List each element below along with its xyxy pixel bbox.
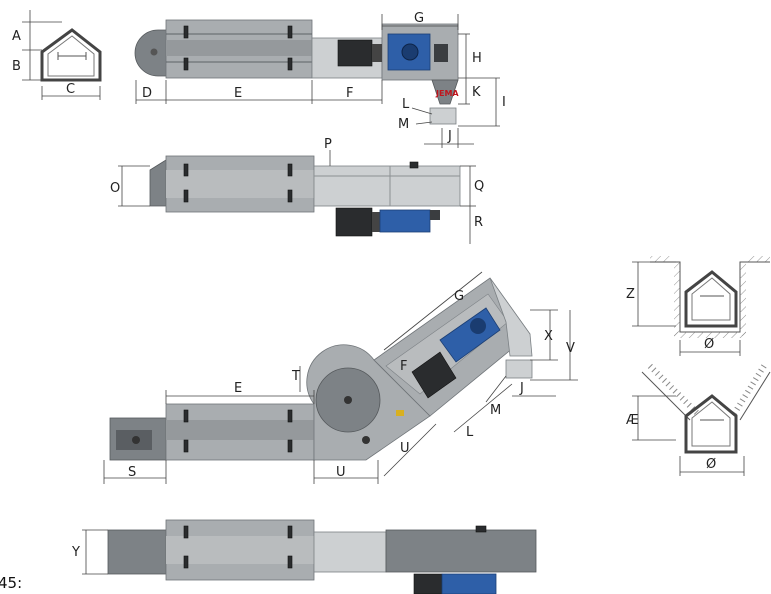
dim-label-h: H — [472, 51, 482, 66]
inclined-conveyor-view: E T S U U G F L M X V J — [103, 271, 578, 484]
dim-label-ae: Æ — [626, 413, 639, 428]
conveyor-plan-view: O P Q R — [110, 137, 484, 244]
dim-label-d: D — [142, 86, 152, 101]
dim-label-l-top: L — [402, 97, 410, 112]
dim-label-e-inclined: E — [234, 381, 242, 396]
dim-label-r: R — [474, 215, 483, 230]
dim-label-y: Y — [71, 545, 80, 560]
dim-label-z: Z — [626, 287, 635, 302]
dim-label-a: A — [12, 29, 21, 44]
inclined-conveyor-plan-view: Y — [71, 519, 537, 594]
dim-label-f: F — [346, 86, 353, 101]
dim-label-c: C — [66, 82, 75, 97]
dim-label-u-diag: U — [400, 441, 410, 456]
dim-label-g: G — [414, 11, 424, 26]
dim-label-b: B — [12, 59, 21, 74]
pit-cross-section: Z Ø — [626, 256, 770, 356]
dim-label-j-top: J — [447, 129, 452, 144]
v-trench-cross-section: Æ Ø — [626, 363, 771, 476]
dim-label-f-inclined: F — [400, 359, 407, 374]
dim-label-dia-bottom: Ø — [706, 457, 716, 472]
dim-label-p: P — [324, 137, 332, 152]
dim-label-m-inclined: M — [490, 403, 501, 418]
dim-label-t: T — [291, 369, 300, 384]
dim-label-q: Q — [474, 179, 484, 194]
dim-label-s: S — [128, 465, 136, 480]
figure-caption: 45: — [0, 574, 22, 592]
dim-label-o: O — [110, 181, 120, 196]
dim-label-u-bottom: U — [336, 465, 346, 480]
dim-label-l-inclined: L — [466, 425, 474, 440]
dim-label-g-inclined: G — [454, 289, 464, 304]
dim-label-dia-top: Ø — [704, 337, 714, 352]
dim-label-m-top: M — [398, 117, 409, 132]
dim-label-j-inclined: J — [519, 381, 524, 396]
dim-label-v: V — [566, 341, 575, 356]
brand-label-top: JEMA — [435, 89, 459, 98]
cross-section-top-left: A B C — [12, 10, 102, 100]
dim-label-e: E — [234, 86, 242, 101]
conveyor-side-view: JEMA D E F G H K I L M J — [134, 11, 506, 148]
dim-label-i: I — [502, 95, 506, 110]
dim-label-k: K — [472, 85, 481, 100]
dim-label-x: X — [544, 329, 553, 344]
